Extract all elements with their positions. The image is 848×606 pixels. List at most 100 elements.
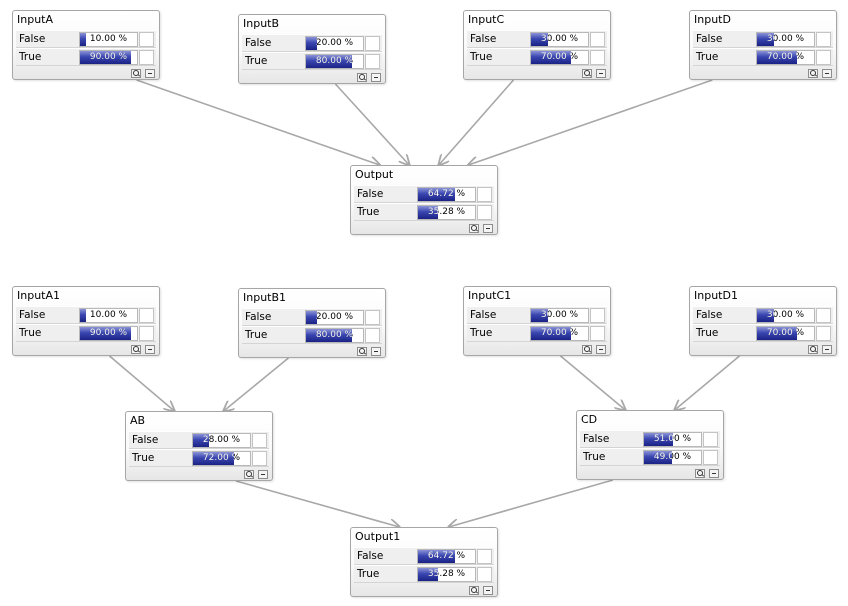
probability-value: 80.00 % xyxy=(315,56,354,66)
probability-bar: 30.00 %30.00 % xyxy=(756,32,815,47)
probability-value: 72.00 % xyxy=(202,453,241,463)
evidence-checkbox[interactable] xyxy=(365,310,380,325)
evidence-checkbox[interactable] xyxy=(139,50,154,65)
minimize-icon[interactable] xyxy=(483,586,493,595)
evidence-checkbox[interactable] xyxy=(590,32,605,47)
minimize-icon[interactable] xyxy=(371,347,381,356)
magnifier-icon[interactable] xyxy=(469,224,479,233)
minimize-icon[interactable] xyxy=(145,345,155,354)
probability-value-overlay: 72.00 % xyxy=(202,453,234,463)
state-label: False xyxy=(470,309,497,321)
evidence-checkbox[interactable] xyxy=(477,567,492,582)
evidence-checkbox[interactable] xyxy=(139,308,154,323)
state-label: False xyxy=(357,550,384,562)
state-label: True xyxy=(470,327,493,339)
probability-bar-fill xyxy=(531,309,549,322)
probability-value-overlay: 70.00 % xyxy=(766,328,797,338)
magnifier-icon[interactable] xyxy=(244,470,254,479)
minimize-icon[interactable] xyxy=(596,69,606,78)
probability-bar: 28.00 %28.00 % xyxy=(192,433,251,448)
probability-value: 90.00 % xyxy=(89,328,128,338)
node-title: InputA1 xyxy=(17,289,61,302)
magnifier-icon[interactable] xyxy=(808,69,818,78)
evidence-checkbox[interactable] xyxy=(477,205,492,220)
probability-bar-fill xyxy=(193,434,209,447)
evidence-checkbox[interactable] xyxy=(365,36,380,51)
magnifier-icon[interactable] xyxy=(808,345,818,354)
probability-bar-fill xyxy=(531,33,549,46)
evidence-checkbox[interactable] xyxy=(139,32,154,47)
magnifier-icon[interactable] xyxy=(695,469,705,478)
magnifier-icon[interactable] xyxy=(469,586,479,595)
evidence-checkbox[interactable] xyxy=(703,450,718,465)
probability-bar-fill xyxy=(757,327,797,340)
evidence-checkbox[interactable] xyxy=(816,32,831,47)
state-label: True xyxy=(245,329,268,341)
evidence-checkbox[interactable] xyxy=(816,308,831,323)
evidence-checkbox[interactable] xyxy=(252,433,267,448)
minimize-icon[interactable] xyxy=(483,224,493,233)
probability-value: 64.72 % xyxy=(427,551,466,561)
evidence-checkbox[interactable] xyxy=(252,451,267,466)
evidence-checkbox[interactable] xyxy=(590,308,605,323)
minimize-icon[interactable] xyxy=(145,69,155,78)
minimize-icon[interactable] xyxy=(258,470,268,479)
minimize-icon[interactable] xyxy=(822,345,832,354)
probability-value: 10.00 % xyxy=(89,310,128,320)
minimize-icon[interactable] xyxy=(709,469,719,478)
probability-value: 35.28 % xyxy=(427,569,466,579)
minimize-icon[interactable] xyxy=(822,69,832,78)
evidence-checkbox[interactable] xyxy=(139,326,154,341)
evidence-checkbox[interactable] xyxy=(477,187,492,202)
minimize-icon[interactable] xyxy=(596,345,606,354)
evidence-checkbox[interactable] xyxy=(590,326,605,341)
magnifier-icon[interactable] xyxy=(582,69,592,78)
probability-bar: 70.00 %70.00 % xyxy=(756,326,815,341)
state-label: False xyxy=(245,311,272,323)
magnifier-icon[interactable] xyxy=(357,347,367,356)
probability-value-overlay: 35.28 % xyxy=(427,569,438,579)
probability-value: 30.00 % xyxy=(540,310,579,320)
magnifier-icon[interactable] xyxy=(357,73,367,82)
probability-bar: 90.00 %90.00 % xyxy=(79,50,138,65)
evidence-checkbox[interactable] xyxy=(477,549,492,564)
evidence-checkbox[interactable] xyxy=(816,50,831,65)
evidence-checkbox[interactable] xyxy=(590,50,605,65)
probability-bar-fill xyxy=(757,309,775,322)
probability-value: 35.28 % xyxy=(427,207,466,217)
evidence-checkbox[interactable] xyxy=(816,326,831,341)
magnifier-icon[interactable] xyxy=(582,345,592,354)
minimize-icon[interactable] xyxy=(371,73,381,82)
probability-value-overlay: 10.00 % xyxy=(80,33,86,46)
state-label: False xyxy=(357,188,384,200)
evidence-checkbox[interactable] xyxy=(703,432,718,447)
magnifier-icon[interactable] xyxy=(131,69,141,78)
edge-inputb-output xyxy=(334,83,409,165)
state-label: True xyxy=(357,568,380,580)
state-label: False xyxy=(696,309,723,321)
probability-bar: 51.00 %51.00 % xyxy=(643,432,702,447)
evidence-checkbox[interactable] xyxy=(365,54,380,69)
evidence-checkbox[interactable] xyxy=(365,328,380,343)
probability-bar-fill xyxy=(418,188,455,201)
magnifier-icon[interactable] xyxy=(131,345,141,354)
probability-bar: 35.28 %35.28 % xyxy=(417,567,476,582)
